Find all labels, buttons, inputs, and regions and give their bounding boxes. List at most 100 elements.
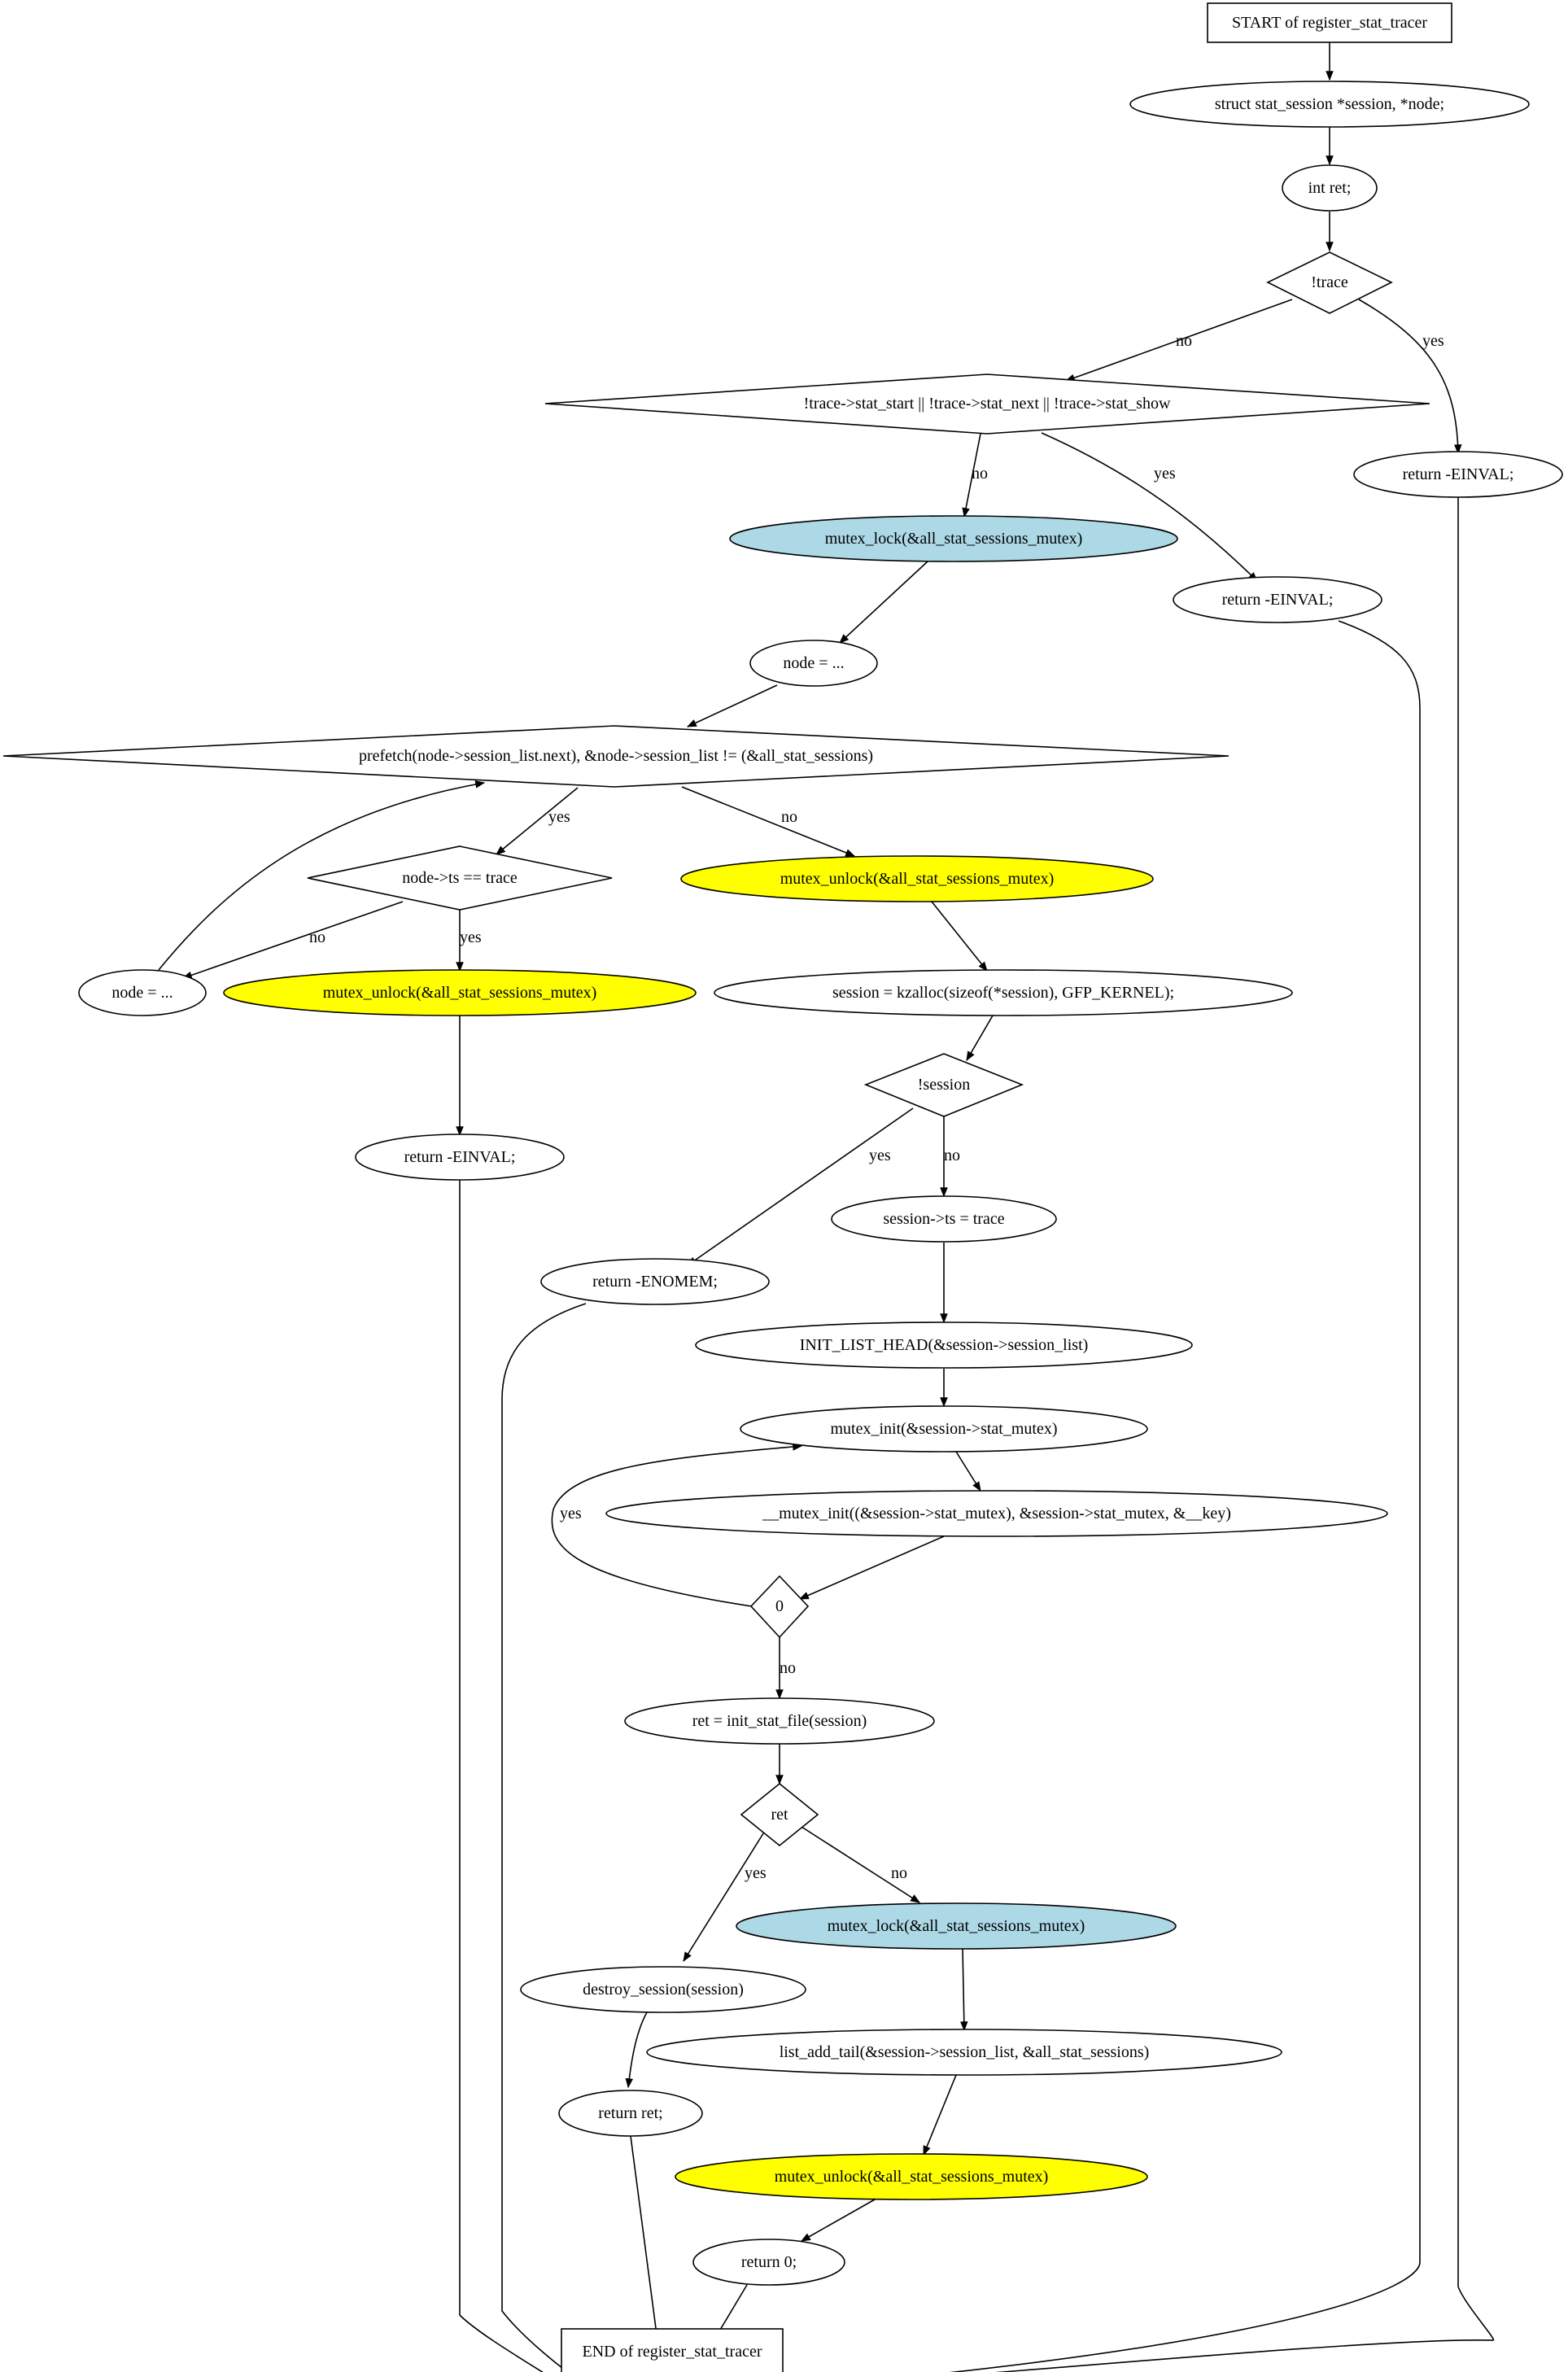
mutex-init-2-label: __mutex_init((&session->stat_mutex), &se… bbox=[762, 1505, 1231, 1522]
node-assign-1-node: node = ... bbox=[749, 640, 878, 687]
edge-unlock3-to-return-zero bbox=[800, 2199, 876, 2242]
return-ret-node: return ret; bbox=[558, 2090, 703, 2137]
edge-label-node-ts-no: no bbox=[309, 928, 325, 946]
edge-label-trace-yes: yes bbox=[1422, 332, 1444, 350]
session-kzalloc-node: session = kzalloc(sizeof(*session), GFP_… bbox=[714, 969, 1293, 1016]
edge-label-session-no: no bbox=[944, 1147, 960, 1164]
edge-ret-yes bbox=[683, 1830, 766, 1963]
edge-enomem-to-end bbox=[501, 1303, 587, 2372]
session-ts-label: session->ts = trace bbox=[883, 1210, 1004, 1228]
edge-label-node-ts-yes: yes bbox=[460, 928, 482, 946]
cond-stat-fns-label: !trace->stat_start || !trace->stat_next … bbox=[804, 395, 1171, 413]
ret-init-label: ret = init_stat_file(session) bbox=[692, 1712, 867, 1730]
node-assign-2-label: node = ... bbox=[111, 984, 173, 1002]
cond-trace-label: !trace bbox=[1311, 273, 1348, 291]
edge-loop-yes bbox=[496, 787, 579, 855]
cond-ret-label: ret bbox=[771, 1806, 788, 1824]
edge-lock1-to-node1 bbox=[839, 561, 928, 644]
loop-cond-label: prefetch(node->session_list.next), &node… bbox=[359, 747, 873, 765]
edge-ret-no bbox=[801, 1826, 921, 1903]
edge-destroy-to-return-ret bbox=[625, 2012, 648, 2089]
session-kzalloc-label: session = kzalloc(sizeof(*session), GFP_… bbox=[832, 984, 1174, 1002]
cond-session-node: !session bbox=[863, 1053, 1024, 1117]
loop-cond-node: prefetch(node->session_list.next), &node… bbox=[2, 725, 1230, 788]
edge-einval3-to-end bbox=[459, 1178, 544, 2372]
edge-label-ret-yes: yes bbox=[745, 1864, 767, 1882]
mutex-unlock-2-label: mutex_unlock(&all_stat_sessions_mutex) bbox=[780, 870, 1055, 888]
edge-kzalloc-to-cond-session bbox=[966, 1015, 994, 1062]
edge-label-loop-yes: yes bbox=[548, 808, 570, 826]
edge-loop-no bbox=[681, 786, 856, 857]
edge-zero-yes bbox=[551, 1443, 803, 1608]
edge-list-add-to-unlock3 bbox=[923, 2074, 957, 2156]
edge-session-yes bbox=[687, 1107, 914, 1266]
cond-trace-node: !trace bbox=[1266, 251, 1393, 314]
ret-init-node: ret = init_stat_file(session) bbox=[624, 1697, 935, 1745]
edge-labels: no yes no yes yes no no yes yes no yes n… bbox=[309, 332, 1444, 1882]
return-einval-1-label: return -EINVAL; bbox=[1403, 465, 1514, 483]
cond-zero-label: 0 bbox=[775, 1597, 784, 1615]
edge-unlock2-to-kzalloc bbox=[931, 901, 988, 972]
init-list-head-label: INIT_LIST_HEAD(&session->session_list) bbox=[800, 1336, 1089, 1354]
mutex-init-1-label: mutex_init(&session->stat_mutex) bbox=[830, 1420, 1057, 1438]
edges bbox=[158, 42, 1495, 2372]
edge-stat-fns-no bbox=[962, 433, 981, 518]
edge-einval2-to-end bbox=[948, 620, 1421, 2372]
destroy-session-label: destroy_session(session) bbox=[583, 1981, 744, 1999]
init-list-head-node: INIT_LIST_HEAD(&session->session_list) bbox=[695, 1321, 1193, 1369]
decl-ret-label: int ret; bbox=[1308, 179, 1352, 197]
decl-session-label: struct stat_session *session, *node; bbox=[1215, 95, 1444, 113]
edge-label-trace-no: no bbox=[1176, 332, 1192, 350]
edge-label-ret-no: no bbox=[891, 1864, 907, 1882]
mutex-lock-1-label: mutex_lock(&all_stat_sessions_mutex) bbox=[825, 530, 1083, 548]
edge-label-stat-fns-yes: yes bbox=[1154, 465, 1176, 483]
return-einval-3-node: return -EINVAL; bbox=[355, 1134, 565, 1181]
edge-stat-fns-yes bbox=[1041, 432, 1258, 582]
decl-session-node: struct stat_session *session, *node; bbox=[1129, 81, 1530, 128]
start-label: START of register_stat_tracer bbox=[1232, 14, 1427, 32]
mutex-init-2-node: __mutex_init((&session->stat_mutex), &se… bbox=[605, 1490, 1388, 1537]
destroy-session-node: destroy_session(session) bbox=[520, 1966, 806, 2013]
return-einval-1-node: return -EINVAL; bbox=[1353, 451, 1563, 498]
edge-label-zero-yes: yes bbox=[560, 1505, 582, 1522]
cond-session-label: !session bbox=[918, 1076, 970, 1094]
return-einval-2-label: return -EINVAL; bbox=[1222, 591, 1334, 609]
edge-mutex-init2-to-zero bbox=[798, 1535, 945, 1600]
return-enomem-node: return -ENOMEM; bbox=[540, 1258, 770, 1305]
edge-einval1-to-end bbox=[994, 496, 1495, 2372]
end-node: END of register_stat_tracer bbox=[561, 2328, 784, 2372]
edge-lock2-to-list-add bbox=[959, 1947, 968, 2032]
list-add-tail-label: list_add_tail(&session->session_list, &a… bbox=[780, 2043, 1150, 2061]
edge-node2-back-to-loop bbox=[158, 780, 486, 971]
mutex-unlock-3-node: mutex_unlock(&all_stat_sessions_mutex) bbox=[675, 2153, 1148, 2200]
edge-trace-no bbox=[1064, 299, 1293, 382]
list-add-tail-node: list_add_tail(&session->session_list, &a… bbox=[646, 2029, 1282, 2076]
cond-ret-node: ret bbox=[740, 1782, 819, 1847]
edge-mutex-init1-to-mutex-init2 bbox=[955, 1451, 981, 1492]
mutex-unlock-3-label: mutex_unlock(&all_stat_sessions_mutex) bbox=[775, 2168, 1049, 2186]
cond-stat-fns-node: !trace->stat_start || !trace->stat_next … bbox=[544, 373, 1430, 435]
cond-node-ts-node: node->ts == trace bbox=[307, 845, 613, 911]
mutex-init-1-node: mutex_init(&session->stat_mutex) bbox=[740, 1405, 1148, 1452]
return-einval-3-label: return -EINVAL; bbox=[404, 1148, 516, 1166]
start-node: START of register_stat_tracer bbox=[1207, 2, 1452, 43]
node-assign-2-node: node = ... bbox=[78, 969, 207, 1016]
node-assign-1-label: node = ... bbox=[783, 654, 844, 672]
edge-label-session-yes: yes bbox=[869, 1147, 891, 1164]
edge-node-ts-no bbox=[181, 901, 404, 979]
edge-node1-to-loop bbox=[686, 684, 778, 727]
edge-label-stat-fns-no: no bbox=[972, 465, 988, 483]
mutex-unlock-1-node: mutex_unlock(&all_stat_sessions_mutex) bbox=[223, 969, 697, 1016]
end-label: END of register_stat_tracer bbox=[582, 2343, 762, 2361]
edge-label-zero-no: no bbox=[780, 1659, 796, 1677]
edge-label-loop-no: no bbox=[781, 808, 797, 826]
mutex-lock-2-node: mutex_lock(&all_stat_sessions_mutex) bbox=[736, 1902, 1177, 1950]
return-enomem-label: return -ENOMEM; bbox=[592, 1273, 718, 1291]
mutex-lock-1-node: mutex_lock(&all_stat_sessions_mutex) bbox=[729, 515, 1178, 562]
mutex-lock-2-label: mutex_lock(&all_stat_sessions_mutex) bbox=[828, 1917, 1085, 1935]
return-zero-label: return 0; bbox=[741, 2253, 797, 2271]
return-ret-label: return ret; bbox=[598, 2104, 662, 2122]
edge-trace-yes bbox=[1358, 299, 1462, 455]
